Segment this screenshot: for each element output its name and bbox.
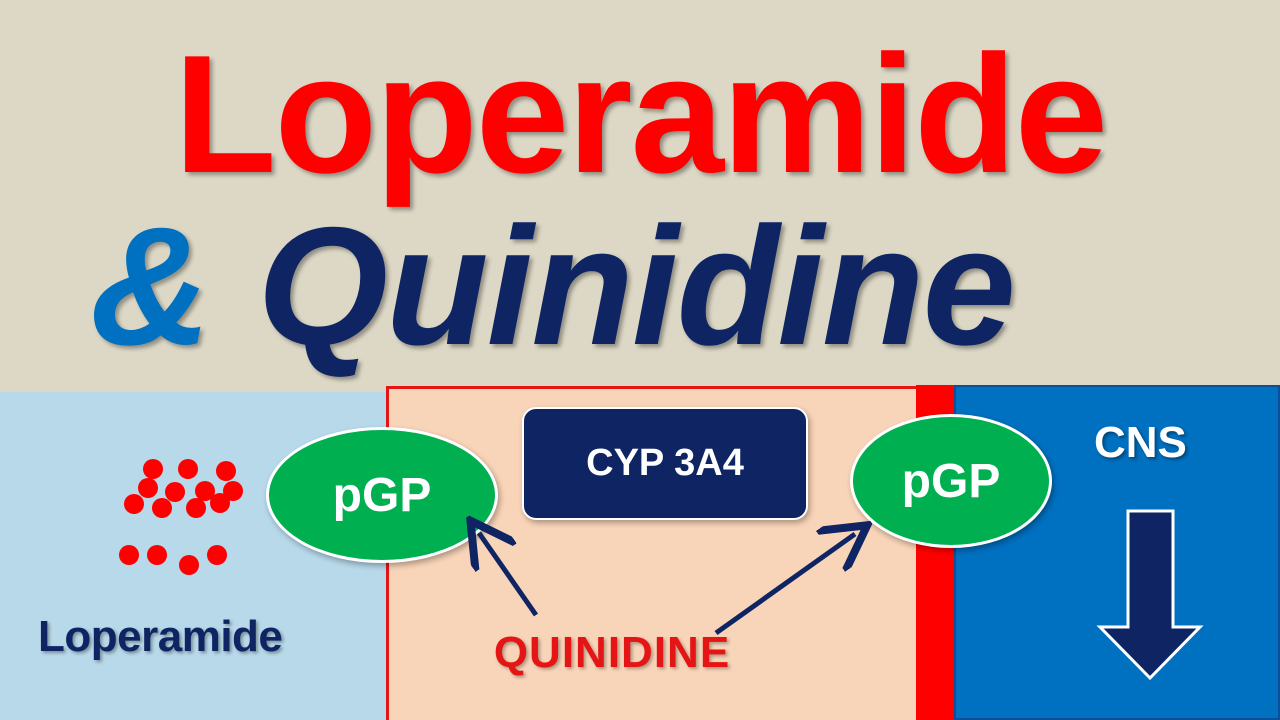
title-area: Loperamide &Quinidine — [90, 20, 1109, 376]
cyp3a4-box: CYP 3A4 — [522, 407, 808, 520]
title-ampersand: & — [90, 192, 211, 380]
loperamide-label: Loperamide — [38, 612, 283, 661]
cns-label: CNS — [1094, 418, 1187, 467]
quinidine-label: QUINIDINE — [493, 628, 731, 677]
red-dot-cluster-icon — [119, 459, 243, 575]
pgp-right-ellipse: pGP — [850, 414, 1052, 548]
title-loperamide: Loperamide — [173, 20, 1108, 208]
title-line2: &Quinidine — [90, 196, 1016, 376]
title-quinidine: Quinidine — [257, 192, 1016, 380]
pgp-left-ellipse: pGP — [266, 427, 498, 563]
